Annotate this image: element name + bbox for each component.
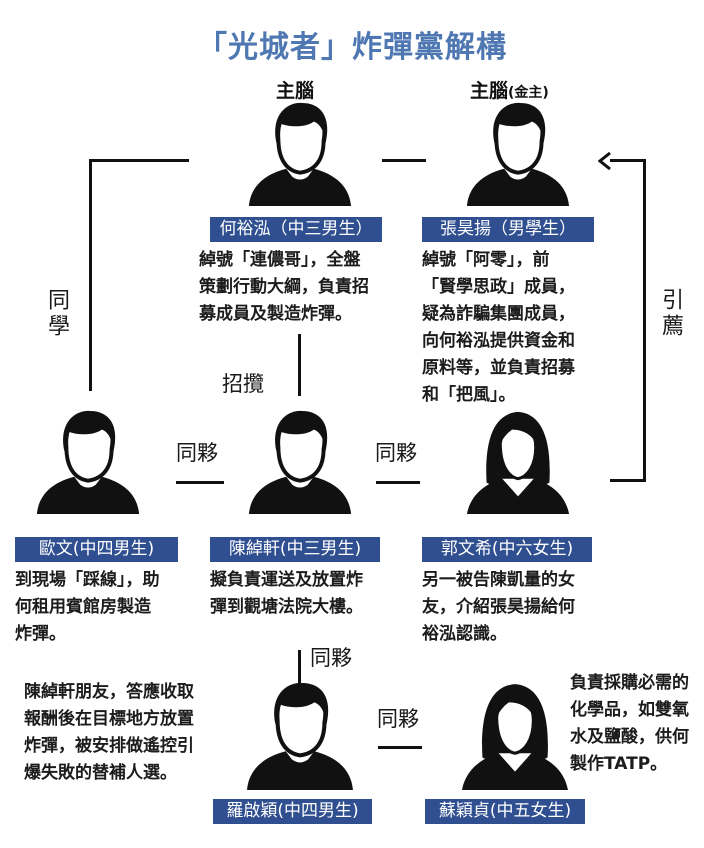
relation-accomplice: 同夥 <box>375 441 417 465</box>
connector-accomplice-left <box>176 481 224 484</box>
desc-line: 炸彈。 <box>15 624 66 644</box>
relation-recommend: 引薦 <box>658 288 683 340</box>
desc-line: 到現場「踩線」，助 <box>15 570 160 590</box>
relation-accomplice: 同夥 <box>176 441 218 465</box>
desc-line: 原料等，並負責招募 <box>422 358 575 378</box>
desc-line: 彈到觀塘法院大樓。 <box>210 597 363 617</box>
arrow-left-icon <box>598 152 611 170</box>
desc-line: 負責採購必需的 <box>570 673 689 693</box>
desc-line: 化學品，如雙氧 <box>570 700 689 720</box>
desc-line: 報酬後在目標地方放置 <box>24 709 194 729</box>
desc-cheung: 綽號「阿零」，前 「賢學思政」成員， 疑為詐騙集團成員， 向何裕泓提供資金和 原… <box>422 247 602 409</box>
desc-chan: 擬負責運送及放置炸 彈到觀塘法院大樓。 <box>210 567 390 621</box>
relation-accomplice: 同夥 <box>377 707 419 731</box>
desc-line: 策劃行動大綱，負責招 <box>199 277 369 297</box>
connector-recommend-bottom <box>610 479 646 482</box>
name-tag-law: 羅啟穎(中四男生) <box>213 799 372 824</box>
desc-line: 另一被告陳凱量的女 <box>422 570 575 590</box>
desc-line: 綽號「阿零」，前 <box>422 250 550 270</box>
desc-line: 製作TATP。 <box>570 754 668 774</box>
male-avatar-icon <box>236 680 364 792</box>
name-tag-au: 歐文(中四男生) <box>15 537 178 562</box>
desc-line: 疑為詐騙集團成員， <box>422 304 575 324</box>
name-tag-chan: 陳綽軒(中三男生) <box>210 537 380 562</box>
connector-recruit <box>298 334 301 396</box>
connector-accomplice-down <box>298 650 301 692</box>
relation-recruit: 招攬 <box>222 372 264 396</box>
role-financier-sub: (金主) <box>508 85 549 101</box>
connector-accomplice-right <box>376 481 420 484</box>
name-tag-kwok: 郭文希(中六女生) <box>422 537 592 562</box>
desc-line: 爆失敗的替補人選。 <box>24 763 177 783</box>
role-financier: 主腦(金主) <box>470 76 549 103</box>
desc-law: 陳綽軒朋友，答應收取 報酬後在目標地方放置 炸彈，被安排做遙控引 爆失敗的替補人… <box>24 679 244 787</box>
desc-line: 向何裕泓提供資金和 <box>422 331 575 351</box>
female-avatar-icon <box>454 408 582 516</box>
role-financier-main: 主腦 <box>470 80 509 102</box>
connector-classmate-top <box>89 159 189 162</box>
female-avatar-icon <box>451 680 579 792</box>
desc-line: 炸彈，被安排做遙控引 <box>24 736 194 756</box>
desc-so: 負責採購必需的 化學品，如雙氧 水及鹽酸，供何 製作TATP。 <box>570 670 704 778</box>
connector-classmate-vertical <box>89 159 92 391</box>
desc-ho: 綽號「連儂哥」，全盤 策劃行動大綱，負責招 募成員及製造炸彈。 <box>199 247 399 328</box>
desc-line: 擬負責運送及放置炸 <box>210 570 363 590</box>
connector-leaders <box>382 159 426 162</box>
relation-accomplice: 同夥 <box>310 646 352 670</box>
name-tag-cheung: 張昊揚（男學生） <box>422 217 594 242</box>
desc-line: 何租用賓館房製造 <box>15 597 151 617</box>
desc-line: 和「把風」。 <box>422 385 516 405</box>
desc-line: 友，介紹張昊揚給何 <box>422 597 575 617</box>
diagram-title: 「光城者」炸彈黨解構 <box>197 30 507 65</box>
connector-accomplice-bottom <box>378 746 422 749</box>
relation-classmate: 同學 <box>44 288 69 340</box>
desc-line: 陳綽軒朋友，答應收取 <box>24 682 194 702</box>
desc-line: 綽號「連儂哥」，全盤 <box>199 250 361 270</box>
male-avatar-icon <box>236 100 364 208</box>
desc-line: 募成員及製造炸彈。 <box>199 304 352 324</box>
desc-au: 到現場「踩線」，助 何租用賓館房製造 炸彈。 <box>15 567 195 648</box>
male-avatar-icon <box>236 408 364 516</box>
name-tag-so: 蘇穎貞(中五女生) <box>425 799 585 824</box>
male-avatar-icon <box>454 100 582 208</box>
desc-kwok: 另一被告陳凱量的女 友，介紹張昊揚給何 裕泓認識。 <box>422 567 602 648</box>
desc-line: 水及鹽酸，供何 <box>570 727 689 747</box>
connector-recommend-vertical <box>643 159 646 482</box>
male-avatar-icon <box>24 408 152 516</box>
name-tag-ho: 何裕泓（中三男生） <box>210 217 382 242</box>
desc-line: 裕泓認識。 <box>422 624 507 644</box>
connector-recommend-top <box>610 159 646 162</box>
desc-line: 「賢學思政」成員， <box>422 277 575 297</box>
role-leader: 主腦 <box>276 80 315 102</box>
